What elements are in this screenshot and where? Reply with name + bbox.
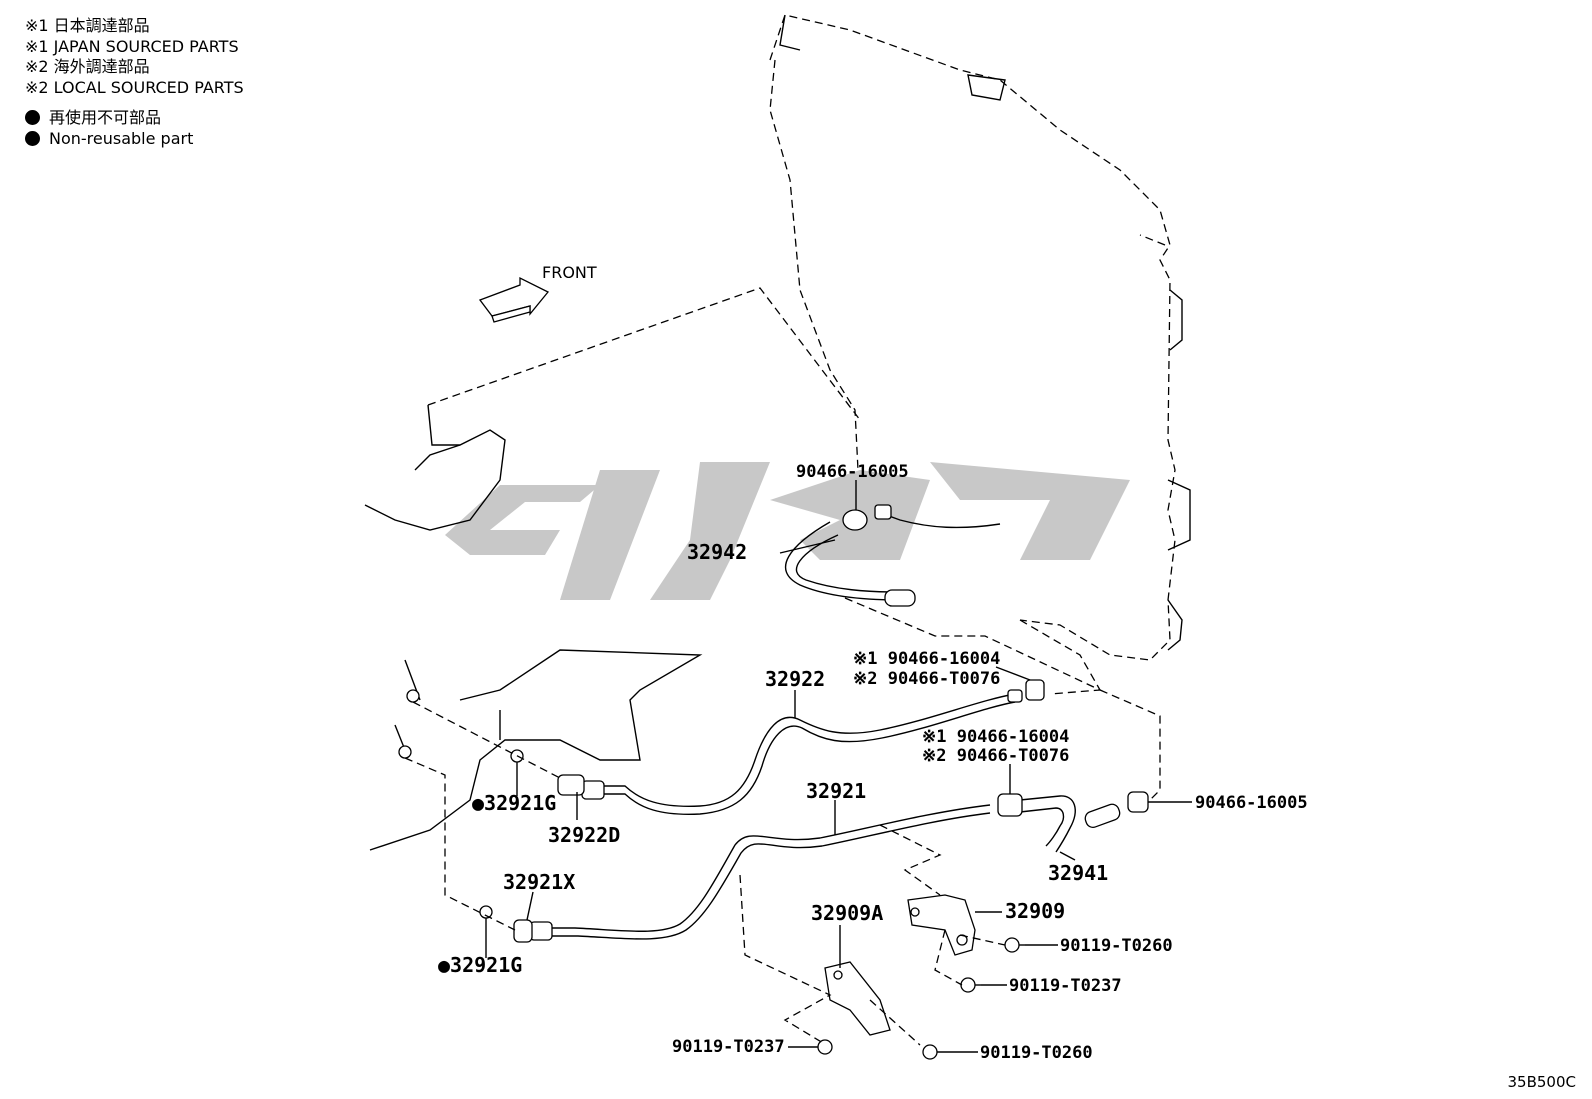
transmission-housing-outline xyxy=(769,14,1191,661)
non-reusable-dot-icon xyxy=(25,130,40,146)
callout-90119-T0260-a: 90119-T0260 xyxy=(1060,936,1173,956)
callout-2-90466-T0076-b: ※2 90466-T0076 xyxy=(922,746,1069,766)
bracket-32909A xyxy=(824,961,891,1036)
hose-32941 xyxy=(997,791,1149,853)
hose-32942 xyxy=(784,504,1001,607)
connection-lines xyxy=(404,597,1161,1046)
legend: ※1 日本調達部品 ※1 JAPAN SOURCED PARTS ※2 海外調達… xyxy=(25,16,244,149)
callout-32921: 32921 xyxy=(806,779,866,803)
callout-32921G-b: ●32921G xyxy=(438,953,522,977)
callout-90466-16005-right: 90466-16005 xyxy=(1195,793,1308,813)
callout-32922: 32922 xyxy=(765,667,825,691)
callout-90119-T0260-b: 90119-T0260 xyxy=(980,1043,1093,1063)
callout-90119-T0237-b: 90119-T0237 xyxy=(672,1037,785,1057)
fitting-left-b xyxy=(398,745,412,759)
non-reusable-dot-icon xyxy=(25,110,40,125)
tube-32921 xyxy=(513,804,991,943)
bolt-90119-T0260-a xyxy=(1004,937,1025,953)
callout-32922D: 32922D xyxy=(548,823,620,847)
legend-line-japan-jp: ※1 日本調達部品 xyxy=(25,16,150,35)
legend-bullet-en: Non-reusable part xyxy=(49,128,194,148)
legend-line-local-en: ※2 LOCAL SOURCED PARTS xyxy=(25,77,244,97)
front-label: FRONT xyxy=(542,263,597,282)
callout-32942: 32942 xyxy=(687,540,747,564)
legend-bullet-row-en: Non-reusable part xyxy=(25,129,244,150)
legend-line-japan-en: ※1 JAPAN SOURCED PARTS xyxy=(25,36,239,56)
callout-32921G-a: ●32921G xyxy=(472,791,556,815)
clamp-90466-T0076-a xyxy=(1025,679,1045,701)
bolt-90119-T0237-b xyxy=(817,1039,833,1055)
bracket-32909 xyxy=(907,894,976,956)
legend-bullet-row-jp: 再使用不可部品 xyxy=(25,108,244,129)
callout-32921X: 32921X xyxy=(503,870,575,894)
bolt-90119-T0237-a xyxy=(960,977,981,993)
front-arrow-icon xyxy=(478,276,550,323)
callout-2-90466-T0076-a: ※2 90466-T0076 xyxy=(853,669,1000,689)
callout-90119-T0237-a: 90119-T0237 xyxy=(1009,976,1122,996)
legend-bullet-jp: 再使用不可部品 xyxy=(49,108,162,127)
callout-1-90466-16004-a: ※1 90466-16004 xyxy=(853,649,1000,669)
callout-32941: 32941 xyxy=(1048,861,1108,885)
callout-32909: 32909 xyxy=(1005,899,1065,923)
tube-32922 xyxy=(557,689,1023,816)
engine-outline xyxy=(364,287,861,851)
leader-lines xyxy=(485,480,1192,1053)
watermark-logo xyxy=(445,462,1130,600)
callout-32909A: 32909A xyxy=(811,901,883,925)
callout-90466-16005-top: 90466-16005 xyxy=(796,462,909,482)
diagram-code: 35B500C xyxy=(1507,1073,1576,1091)
callout-1-90466-16004-b: ※1 90466-16004 xyxy=(922,727,1069,747)
bolt-90119-T0260-b xyxy=(922,1044,938,1060)
legend-line-local-jp: ※2 海外調達部品 xyxy=(25,57,150,76)
fitting-left-a xyxy=(406,689,420,703)
